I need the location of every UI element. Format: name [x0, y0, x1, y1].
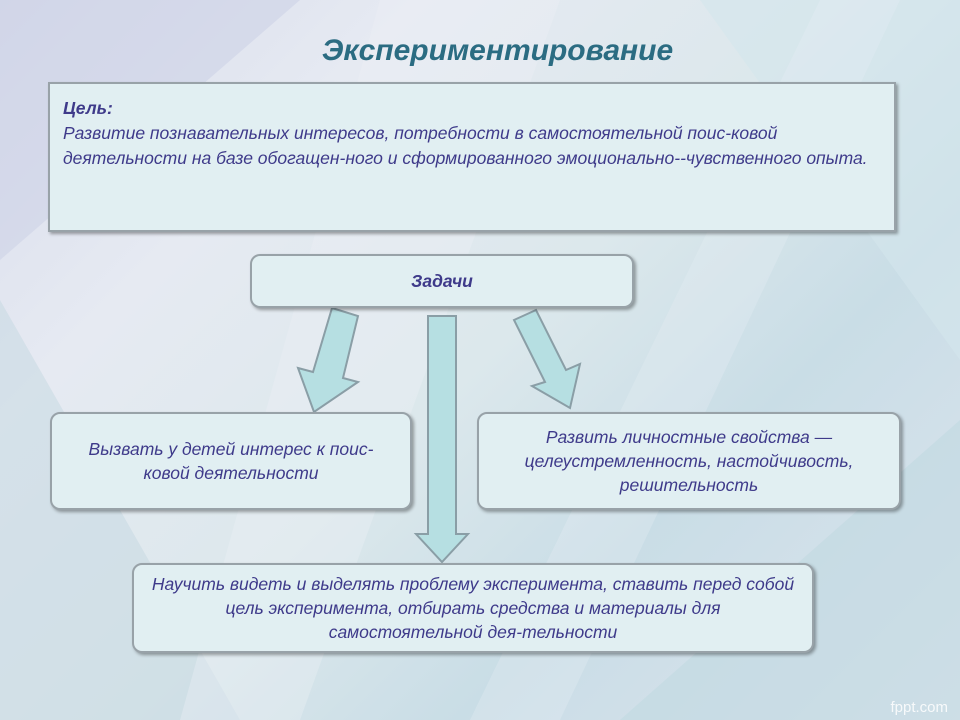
tasks-header: Задачи [250, 254, 634, 308]
page-title: Экспериментирование [321, 34, 674, 67]
arrow-center [413, 315, 471, 564]
task-box-2: Развить личностные свойства — целеустрем… [477, 412, 901, 510]
goal-label: Цель: [63, 98, 113, 118]
task-box-1: Вызвать у детей интерес к поис-ковой дея… [50, 412, 412, 510]
arrow-left [296, 306, 361, 414]
goal-text: Развитие познавательных интересов, потре… [63, 123, 868, 168]
task-box-3: Научить видеть и выделять проблему экспе… [132, 563, 814, 653]
goal-box: Цель: Развитие познавательных интересов,… [48, 82, 896, 232]
watermark: fppt.com [890, 699, 948, 716]
arrow-right [512, 308, 582, 410]
